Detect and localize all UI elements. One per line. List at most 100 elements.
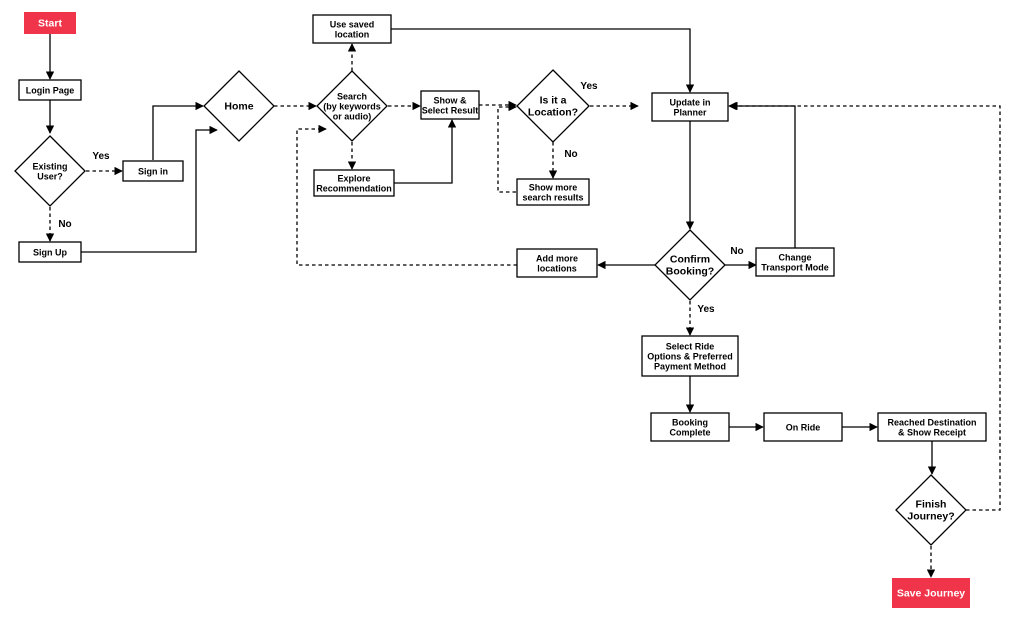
node-label: Select Result	[422, 106, 479, 116]
process-box	[877, 412, 987, 442]
finish-to-planner-loop-arrow	[729, 101, 1001, 511]
more-results-loop-arrow	[497, 102, 517, 193]
node-label: Finish	[916, 499, 947, 511]
show-select-result-node: Show &Select Result	[420, 90, 480, 120]
process-box	[516, 178, 590, 206]
node-label: or audio)	[333, 112, 372, 122]
edge-label-confirm-no: No	[730, 246, 743, 257]
process-box	[755, 247, 835, 277]
sign-in-node: Sign in	[122, 160, 184, 182]
decision-diamond	[316, 70, 388, 142]
decision-diamond	[654, 229, 726, 301]
node-label: Explore	[337, 174, 370, 184]
node-label: Location?	[528, 107, 578, 119]
add-to-search-arrow	[296, 124, 517, 266]
edge-label-existing-yes: Yes	[92, 151, 110, 162]
process-box	[763, 412, 843, 442]
login-page-node: Login Page	[18, 79, 82, 101]
explore-to-result-arrow	[394, 119, 457, 184]
node-label: Add more	[536, 254, 578, 264]
node-label: Login Page	[26, 86, 75, 96]
home-node: Home	[203, 70, 275, 142]
process-box	[651, 92, 729, 122]
node-label: Recommendation	[316, 184, 392, 194]
node-label: Booking	[672, 418, 708, 428]
node-label: Reached Destination	[887, 418, 976, 428]
process-box	[18, 241, 82, 263]
node-label: Sign in	[138, 167, 168, 177]
process-box	[18, 79, 82, 101]
node-label: locations	[537, 264, 577, 274]
node-label: Options & Preferred	[647, 352, 733, 362]
node-label: Start	[38, 18, 62, 30]
node-label: Complete	[669, 428, 710, 438]
edges-layer	[45, 28, 1001, 578]
edge-label-location-no: No	[564, 149, 577, 160]
node-label: User?	[37, 172, 63, 182]
decision-diamond	[516, 69, 590, 143]
node-label: Show &	[434, 96, 467, 106]
process-box	[650, 412, 730, 442]
terminal-box	[24, 12, 76, 34]
decision-diamond	[14, 135, 86, 207]
transport-to-planner-arrow	[728, 101, 796, 248]
on-ride-node: On Ride	[763, 412, 843, 442]
process-box	[641, 335, 739, 377]
node-label: Select Ride	[666, 342, 715, 352]
saved-to-planner-arrow	[391, 28, 695, 93]
node-label: Planner	[673, 108, 707, 118]
node-label: Change	[778, 253, 811, 263]
process-box	[420, 90, 480, 120]
process-box	[312, 14, 392, 44]
save-journey-node: Save Journey	[892, 578, 970, 608]
process-box	[516, 248, 598, 278]
node-label: Update in	[669, 98, 710, 108]
signin-to-home-arrow	[152, 101, 204, 160]
decision-diamond	[203, 70, 275, 142]
node-label: Journey?	[907, 511, 954, 523]
node-label: Payment Method	[654, 362, 726, 372]
node-label: search results	[522, 193, 583, 203]
node-label: location	[335, 30, 370, 40]
node-label: Booking?	[666, 266, 714, 278]
edge-label-existing-no: No	[58, 219, 71, 230]
edge-label-location-yes: Yes	[580, 81, 598, 92]
sign-up-node: Sign Up	[18, 241, 82, 263]
signup-to-home-arrow	[81, 125, 218, 253]
node-label: Show more	[529, 183, 578, 193]
node-label: On Ride	[786, 423, 821, 433]
node-label: Confirm	[670, 254, 710, 266]
start-node: Start	[24, 12, 76, 34]
node-label: & Show Receipt	[898, 428, 966, 438]
node-label: Sign Up	[33, 248, 67, 258]
edge-label-confirm-yes: Yes	[697, 304, 715, 315]
process-box	[313, 169, 395, 197]
process-box	[122, 160, 184, 182]
node-label: Home	[224, 101, 253, 113]
node-label: Save Journey	[897, 588, 965, 600]
node-label: Is it a	[540, 95, 567, 107]
reached-destination-node: Reached Destination& Show Receipt	[877, 412, 987, 442]
node-label: Search	[337, 92, 367, 102]
node-label: Use saved	[330, 20, 375, 30]
terminal-box	[892, 578, 970, 608]
node-label: (by keywords	[323, 102, 381, 112]
node-label: Existing	[32, 162, 67, 172]
decision-diamond	[895, 474, 967, 546]
